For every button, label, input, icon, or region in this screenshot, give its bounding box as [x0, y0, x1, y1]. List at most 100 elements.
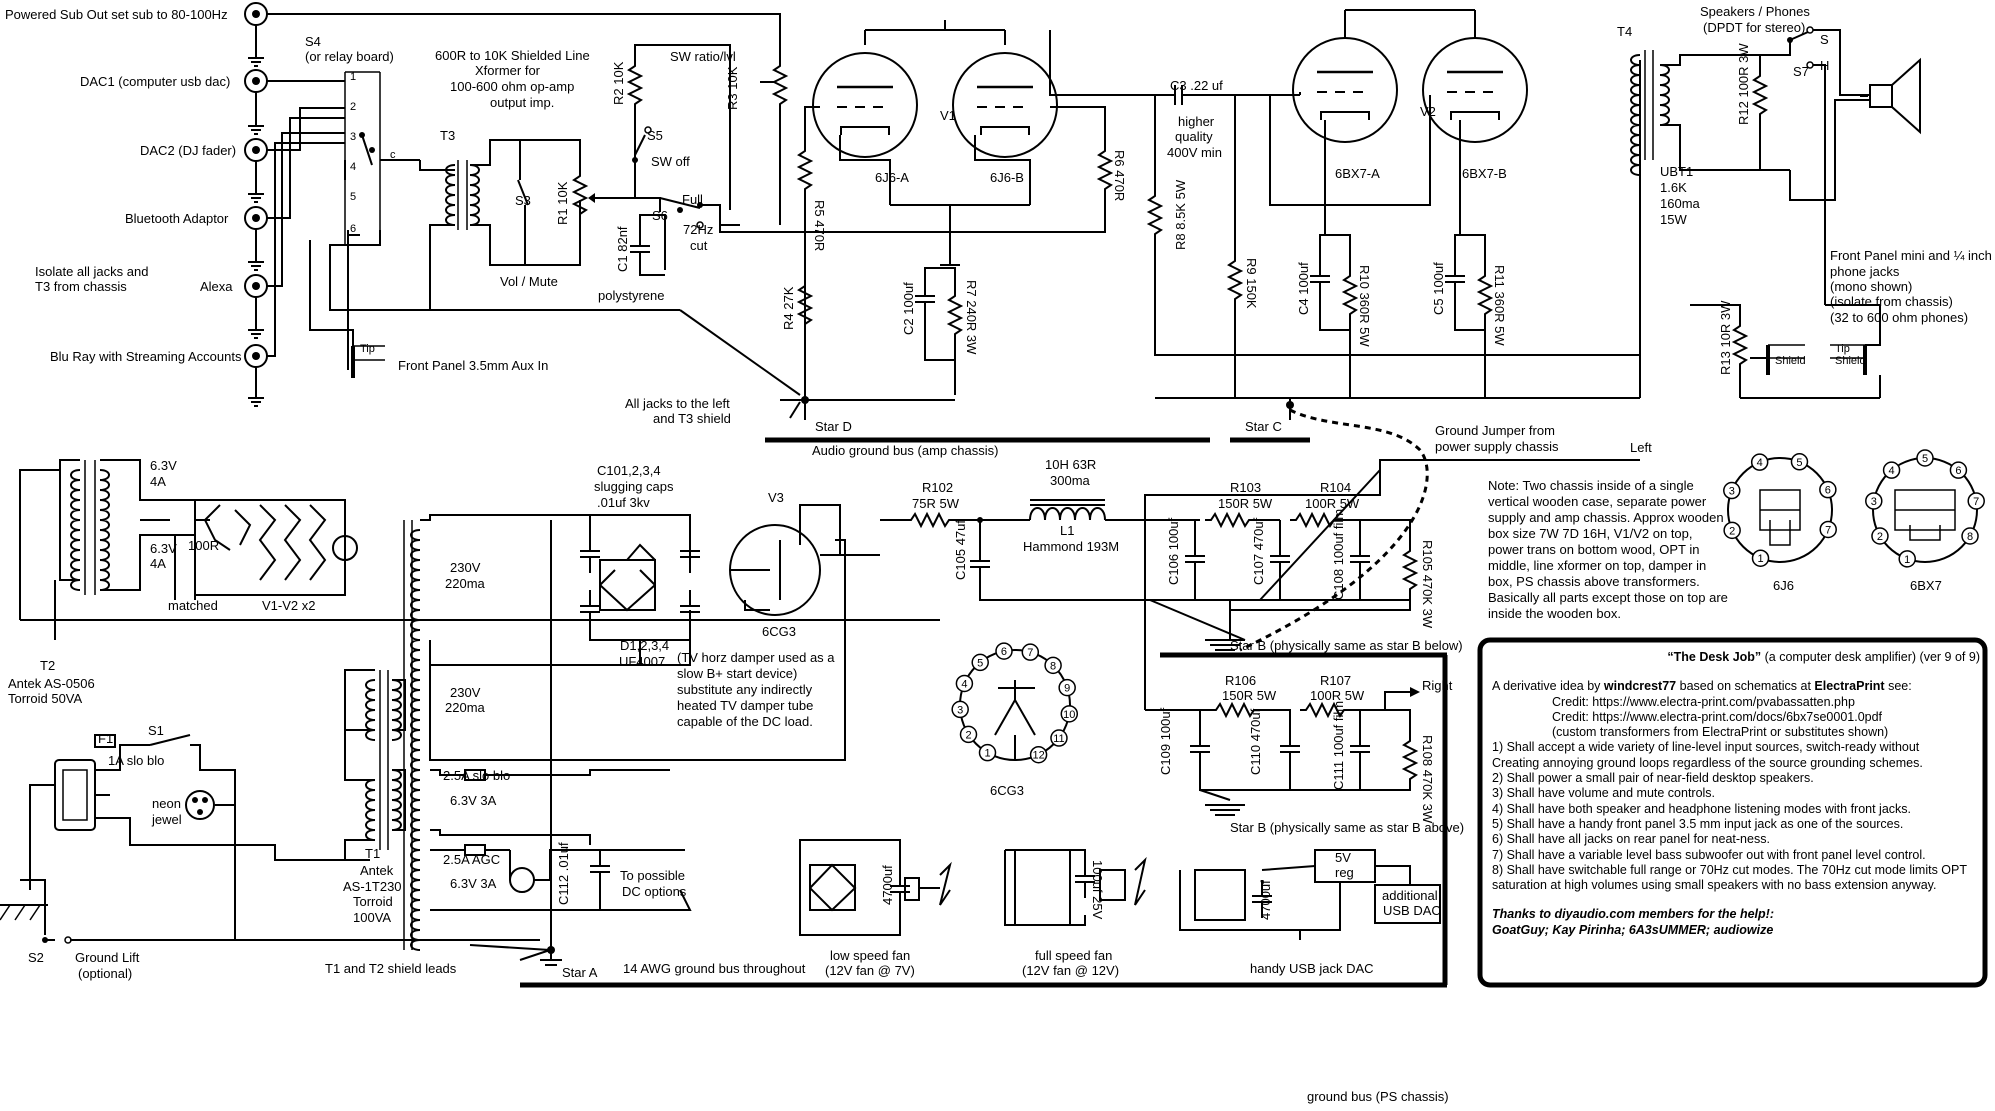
svg-text:10H 63R: 10H 63R: [1045, 457, 1096, 472]
svg-text:Torroid 50VA: Torroid 50VA: [8, 691, 83, 706]
svg-text:low speed fan: low speed fan: [830, 948, 910, 963]
svg-text:C111 100uf film: C111 100uf film: [1331, 701, 1346, 790]
svg-text:V2: V2: [1420, 104, 1436, 119]
svg-text:supply and amp chassis. Approx: supply and amp chassis. Approx wooden: [1488, 510, 1724, 525]
pin-circle: [1819, 480, 1837, 499]
svg-text:DAC2 (DJ fader): DAC2 (DJ fader): [140, 143, 236, 158]
svg-text:Antek AS-0506: Antek AS-0506: [8, 676, 95, 691]
svg-text:6.3V 3A: 6.3V 3A: [450, 876, 497, 891]
pin-number: 4: [1889, 465, 1895, 477]
pin-circle: [1865, 492, 1883, 510]
pin-circle: [1723, 521, 1741, 540]
svg-text:Ground Lift: Ground Lift: [75, 950, 140, 965]
pin-number: 6: [1825, 485, 1831, 497]
pin-number: 2: [965, 729, 971, 741]
svg-text:DAC1 (computer usb dac): DAC1 (computer usb dac): [80, 74, 230, 89]
mains-input: [0, 734, 540, 944]
pin-number: 4: [961, 678, 967, 690]
svg-text:5V: 5V: [1335, 850, 1351, 865]
svg-text:R103: R103: [1230, 480, 1261, 495]
svg-text:polystyrene: polystyrene: [598, 288, 664, 303]
svg-text:6CG3: 6CG3: [762, 624, 796, 639]
svg-text:D1,2,3,4: D1,2,3,4: [620, 638, 669, 653]
pin-circle: [1029, 745, 1048, 764]
svg-text:SW off: SW off: [651, 154, 690, 169]
svg-text:C107 470uf: C107 470uf: [1251, 517, 1266, 585]
pin-number: 7: [1825, 524, 1831, 536]
hv-supply: [403, 514, 846, 951]
svg-text:230V: 230V: [450, 685, 481, 700]
svg-text:matched: matched: [168, 598, 218, 613]
info-title: “The Desk Job”: [1667, 650, 1762, 664]
svg-text:1A slo blo: 1A slo blo: [108, 753, 164, 768]
svg-text:6J6-A: 6J6-A: [875, 170, 909, 185]
svg-text:6.3V: 6.3V: [150, 541, 177, 556]
svg-text:6CG3: 6CG3: [990, 783, 1024, 798]
ground-bus-ps: [234, 520, 1448, 988]
svg-text:Star D: Star D: [815, 419, 852, 434]
svg-text:R102: R102: [922, 480, 953, 495]
svg-text:and T3 shield: and T3 shield: [653, 411, 731, 426]
pin-circle: [1021, 643, 1040, 661]
svg-text:vertical wooden case, separate: vertical wooden case, separate power: [1488, 494, 1707, 509]
svg-text:4700uf: 4700uf: [1258, 880, 1273, 920]
svg-text:neon: neon: [152, 796, 181, 811]
pin-circle: [1060, 705, 1079, 723]
svg-text:100-600 ohm op-amp: 100-600 ohm op-amp: [450, 79, 574, 94]
svg-text:Xformer for: Xformer for: [475, 63, 541, 78]
svg-text:R13 10R 3W: R13 10R 3W: [1718, 300, 1733, 375]
v3-damper: [729, 504, 880, 616]
filter-right: [1145, 687, 1420, 816]
svg-text:6: 6: [350, 223, 356, 235]
svg-text:DC options: DC options: [622, 884, 687, 899]
svg-text:handy USB jack DAC: handy USB jack DAC: [1250, 961, 1374, 976]
svg-text:C5 100uf: C5 100uf: [1431, 262, 1446, 315]
svg-text:75R 5W: 75R 5W: [912, 496, 960, 511]
svg-text:220ma: 220ma: [445, 700, 486, 715]
svg-text:Speakers / Phones: Speakers / Phones: [1700, 4, 1810, 19]
svg-text:slugging caps: slugging caps: [594, 479, 674, 494]
svg-text:Left: Left: [1630, 440, 1652, 455]
svg-text:cut: cut: [690, 238, 708, 253]
info-text: “The Desk Job” (a computer desk amplifie…: [1492, 650, 1980, 937]
svg-text:R7 240R 3W: R7 240R 3W: [964, 280, 979, 355]
svg-text:V1: V1: [940, 108, 956, 123]
svg-text:R105 470K 3W: R105 470K 3W: [1420, 540, 1435, 629]
svg-text:full speed fan: full speed fan: [1035, 948, 1112, 963]
pin-circle: [1044, 656, 1062, 675]
svg-text:Antek: Antek: [360, 863, 394, 878]
s4-switch: [329, 71, 680, 311]
svg-text:C101,2,3,4: C101,2,3,4: [597, 463, 661, 478]
pin-number: 4: [1757, 457, 1763, 469]
svg-text:14 AWG ground bus throughout: 14 AWG ground bus throughout: [623, 961, 806, 976]
svg-text:S2: S2: [28, 950, 44, 965]
svg-text:1.6K: 1.6K: [1660, 180, 1687, 195]
svg-text:inside the wooden box.: inside the wooden box.: [1488, 606, 1621, 621]
svg-text:6.3V 3A: 6.3V 3A: [450, 793, 497, 808]
svg-text:C3 .22 uf: C3 .22 uf: [1170, 78, 1223, 93]
svg-text:Shield: Shield: [1775, 355, 1806, 367]
svg-text:2.5A slo blo: 2.5A slo blo: [443, 768, 510, 783]
svg-text:Full: Full: [682, 192, 703, 207]
svg-text:R104: R104: [1320, 480, 1351, 495]
info-box: [1477, 637, 1988, 988]
svg-text:C105 47uf: C105 47uf: [953, 520, 968, 580]
svg-text:R108 470K 3W: R108 470K 3W: [1420, 735, 1435, 824]
pin-circle: [995, 642, 1013, 660]
pin-circle: [1050, 729, 1068, 747]
svg-text:160ma: 160ma: [1660, 196, 1701, 211]
svg-text:power supply chassis: power supply chassis: [1435, 439, 1559, 454]
pin-number: 7: [1973, 496, 1979, 508]
label-sub-out: Powered Sub Out set sub to 80-100Hz: [5, 7, 228, 22]
svg-text:heated TV damper tube: heated TV damper tube: [677, 698, 813, 713]
svg-text:power trans on bottom wood, OP: power trans on bottom wood, OPT in: [1488, 542, 1699, 557]
svg-text:To possible: To possible: [620, 868, 685, 883]
svg-text:Bluetooth Adaptor: Bluetooth Adaptor: [125, 211, 229, 226]
t3-transformer: [419, 139, 581, 310]
svg-text:R11 360R 5W: R11 360R 5W: [1492, 265, 1507, 346]
pin-circle: [1058, 678, 1076, 697]
v2-tube: [1049, 9, 1641, 398]
pin-circle: [1723, 481, 1741, 500]
